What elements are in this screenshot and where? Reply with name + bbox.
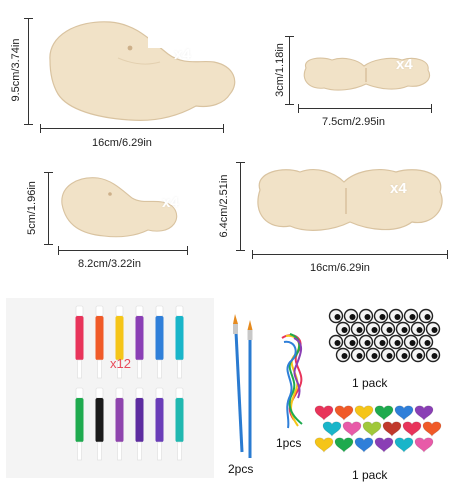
eyes-label: 1 pack: [352, 376, 388, 390]
glitter-heart: [374, 405, 394, 421]
ribbon-bundle: [281, 333, 303, 429]
marker: [135, 305, 144, 379]
googly-eye: [343, 308, 359, 324]
brushes-label: 2pcs: [228, 462, 254, 476]
large-wing-width: 16cm/6.29in: [310, 262, 370, 274]
marker: [135, 387, 144, 461]
googly-eye: [395, 321, 411, 337]
glitter-heart: [382, 421, 402, 437]
glitter-heart: [402, 421, 422, 437]
glitter-heart: [322, 421, 342, 437]
marker: [95, 387, 104, 461]
glitter-heart: [334, 405, 354, 421]
glitter-heart: [394, 405, 414, 421]
googly-eye: [418, 334, 434, 350]
hearts-label: 1 pack: [352, 468, 388, 482]
small-bird-width: 8.2cm/3.22in: [78, 258, 141, 270]
googly-eye: [373, 334, 389, 350]
large-bird-count: x4: [174, 46, 191, 63]
ribbon-label: 1pcs: [276, 436, 302, 450]
glitter-heart: [374, 437, 394, 453]
googly-eye: [388, 334, 404, 350]
glitter-heart: [414, 437, 434, 453]
marker: [115, 387, 124, 461]
glitter-heart: [362, 421, 382, 437]
googly-eye: [350, 347, 366, 363]
googly-eyes: [328, 308, 441, 363]
googly-eye: [365, 321, 381, 337]
googly-eye: [343, 334, 359, 350]
paint-brushes: [233, 314, 253, 458]
googly-eye: [335, 321, 351, 337]
googly-eye: [380, 347, 396, 363]
large-wing-height: 6.4cm/2.51in: [218, 174, 230, 238]
googly-eye: [380, 321, 396, 337]
markers-panel: x12: [6, 298, 214, 478]
glitter-heart: [314, 405, 334, 421]
large-bird-height: 9.5cm/3.74in: [10, 38, 22, 102]
small-bird-height: 5cm/1.96in: [26, 181, 38, 235]
marker: [175, 387, 184, 461]
small-wing-count: x4: [396, 56, 413, 73]
glitter-heart: [414, 405, 434, 421]
markers-count: x12: [110, 356, 131, 371]
large-bird-width: 16cm/6.29in: [92, 137, 152, 149]
large-bird-cutout: [49, 21, 236, 121]
googly-eye: [335, 347, 351, 363]
small-wing-width: 7.5cm/2.95in: [322, 116, 385, 128]
glitter-heart: [422, 421, 442, 437]
googly-eye: [365, 347, 381, 363]
glitter-heart: [354, 437, 374, 453]
googly-eye: [373, 308, 389, 324]
googly-eye: [358, 334, 374, 350]
large-wing-count: x4: [390, 180, 407, 197]
googly-eye: [350, 321, 366, 337]
googly-eye: [328, 334, 344, 350]
googly-eye: [425, 347, 441, 363]
glitter-heart: [354, 405, 374, 421]
googly-eye: [425, 321, 441, 337]
glitter-heart: [334, 437, 354, 453]
marker: [95, 305, 104, 379]
googly-eye: [358, 308, 374, 324]
googly-eye: [410, 347, 426, 363]
googly-eye: [328, 308, 344, 324]
glitter-hearts: [314, 405, 442, 453]
small-bird-count: x4: [162, 194, 179, 211]
markers-illustration: [75, 305, 184, 461]
marker: [155, 305, 164, 379]
googly-eye: [418, 308, 434, 324]
glitter-heart: [314, 437, 334, 453]
large-wing-cutout: [257, 169, 443, 231]
marker: [75, 305, 84, 379]
glitter-heart: [342, 421, 362, 437]
marker: [115, 305, 124, 379]
googly-eye: [395, 347, 411, 363]
googly-eye: [410, 321, 426, 337]
glitter-heart: [394, 437, 414, 453]
marker: [75, 387, 84, 461]
marker: [155, 387, 164, 461]
marker: [175, 305, 184, 379]
googly-eye: [403, 334, 419, 350]
googly-eye: [388, 308, 404, 324]
small-bird-cutout: [61, 177, 178, 238]
small-wing-height: 3cm/1.18in: [274, 43, 286, 97]
small-wing-cutout: [303, 57, 430, 91]
googly-eye: [403, 308, 419, 324]
